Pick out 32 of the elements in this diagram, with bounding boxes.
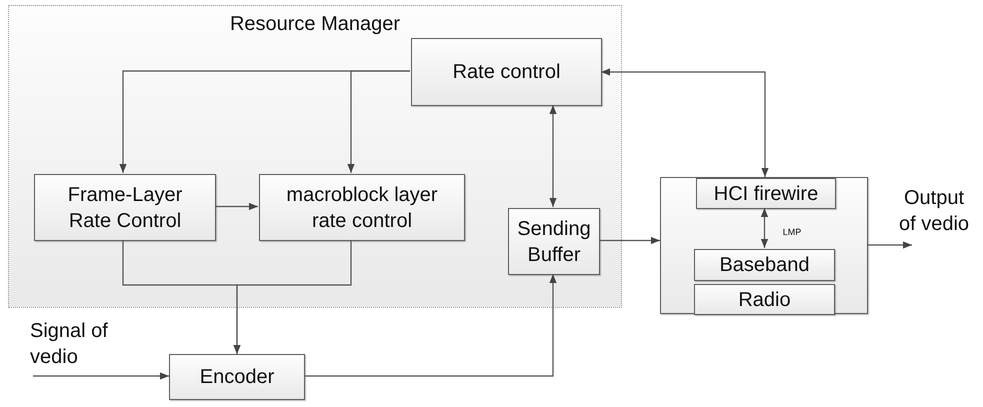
process-box [508, 208, 600, 275]
edge-label: Output of vedio [898, 186, 970, 237]
box-label: macroblock layer rate control [285, 182, 439, 234]
process-box [411, 38, 602, 106]
process-box [259, 174, 465, 241]
process-box [694, 249, 835, 281]
process-box [169, 354, 305, 400]
arrow [760, 208, 768, 248]
box-label: HCI firewire [712, 182, 820, 206]
arrow [601, 68, 769, 177]
group-title: Resource Manager [228, 12, 402, 36]
arrow [233, 240, 352, 354]
box-label: Rate control [452, 60, 562, 85]
arrow [33, 372, 169, 380]
arrow [215, 202, 258, 210]
arrow [868, 241, 912, 249]
group-box [8, 5, 622, 308]
arrow [347, 70, 410, 173]
process-box [34, 174, 216, 241]
process-box [694, 284, 835, 315]
edge-label: LMP [782, 226, 802, 238]
process-box [696, 178, 836, 209]
box-label: Frame-Layer Rate Control [66, 182, 184, 234]
edge-label: Signal of vedio [30, 319, 109, 370]
box-label: Encoder [198, 365, 276, 390]
box-label: Baseband [718, 253, 811, 278]
arrow [305, 274, 557, 377]
box-label: Radio [737, 288, 792, 312]
arrow [549, 105, 557, 207]
arrow [599, 236, 660, 244]
box-label: Sending Buffer [516, 216, 592, 268]
module-box [660, 177, 868, 314]
